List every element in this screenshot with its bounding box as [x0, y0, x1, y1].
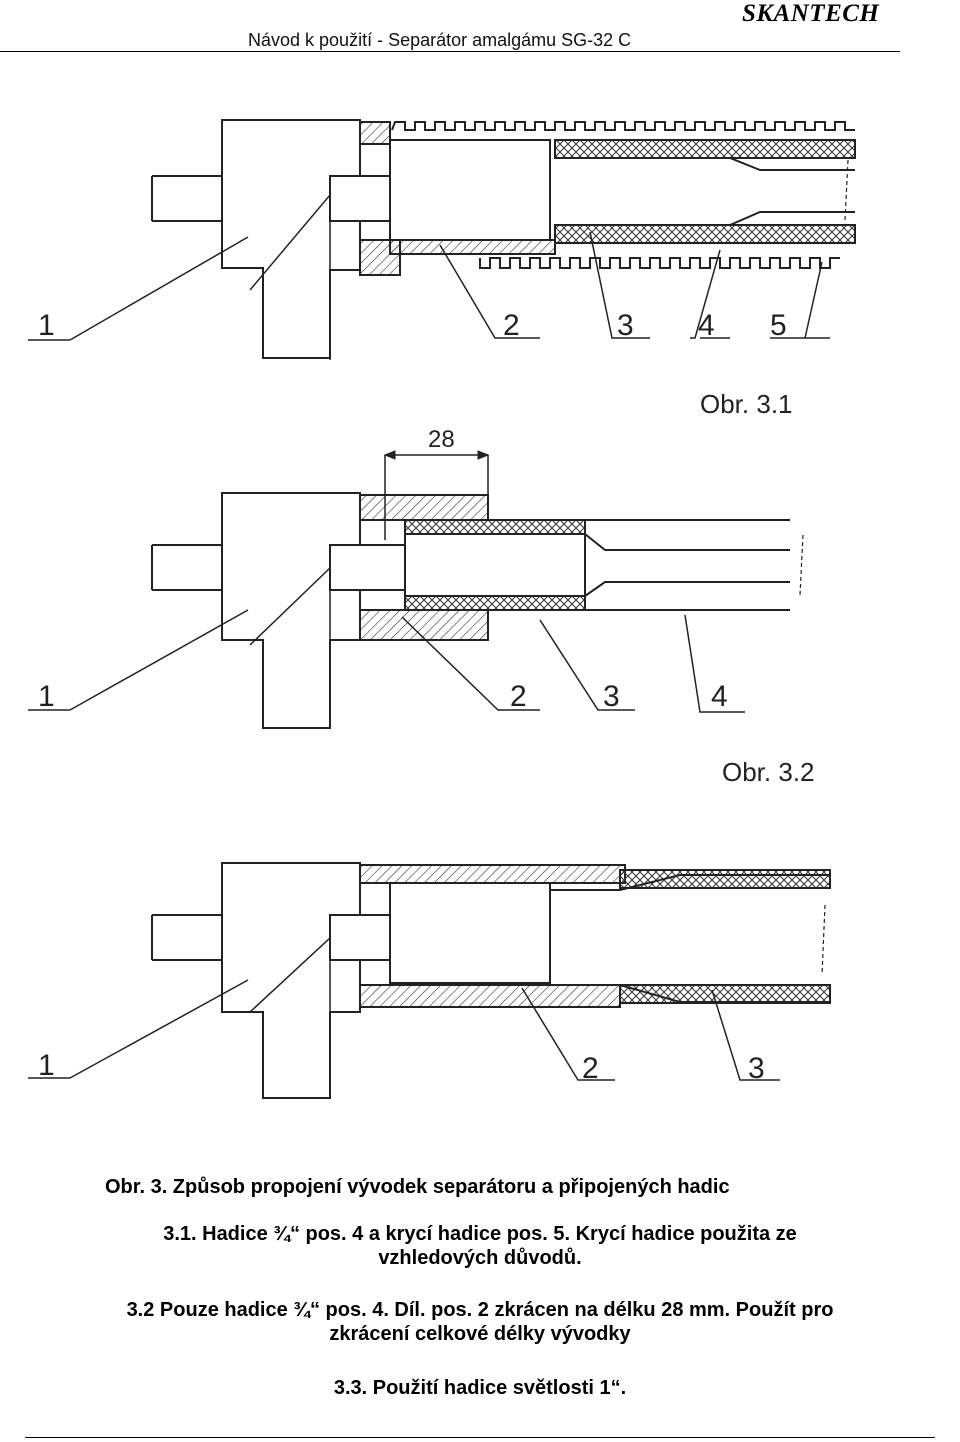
caption-item-1: 3.1. Hadice ¾“ pos. 4 a krycí hadice pos…: [0, 1222, 960, 1270]
fig1-label-1: 1: [38, 309, 55, 342]
figure-3-3: [28, 862, 831, 1099]
fig3-label-1: 1: [38, 1049, 55, 1082]
caption-item-1-line2: vzhledových důvodů.: [378, 1247, 582, 1269]
fig1-label-3: 3: [617, 309, 634, 342]
figure-3-1: [28, 119, 856, 360]
header-divider: [0, 51, 900, 52]
fig1-label-2: 2: [503, 309, 520, 342]
brand-logo: SKANTECH: [742, 0, 880, 27]
fig2-label-2: 2: [510, 680, 527, 713]
main-caption: Obr. 3. Způsob propojení vývodek separát…: [105, 1176, 730, 1198]
fig2-label-1: 1: [38, 680, 55, 713]
caption-item-3: 3.3. Použití hadice světlosti 1“.: [333, 1377, 627, 1399]
figure-3-1-labels: 1 2 3 4 5 Obr. 3.1: [38, 309, 793, 419]
header-title: Návod k použití - Separátor amalgámu SG-…: [248, 30, 632, 50]
fig3-label-2: 2: [582, 1052, 599, 1085]
fig2-caption: Obr. 3.2: [722, 757, 815, 787]
figure-3-3-labels: 1 2 3: [38, 1049, 765, 1085]
caption-item-1-line1: 3.1. Hadice ¾“ pos. 4 a krycí hadice pos…: [163, 1223, 797, 1245]
fig2-label-4: 4: [711, 680, 728, 713]
fig1-label-4: 4: [698, 309, 715, 342]
figure-3-2: [28, 450, 804, 729]
caption-item-2: 3.2 Pouze hadice ¾“ pos. 4. Díl. pos. 2 …: [0, 1298, 960, 1346]
fig1-label-5: 5: [770, 309, 787, 342]
fig3-label-3: 3: [748, 1052, 765, 1085]
fig2-label-3: 3: [603, 680, 620, 713]
fig2-dimension: 28: [428, 426, 455, 453]
figure-3-2-labels: 28 1 2 3 4 Obr. 3.2: [38, 426, 815, 787]
footer-divider: [25, 1437, 935, 1438]
caption-item-2-line1: 3.2 Pouze hadice ¾“ pos. 4. Díl. pos. 2 …: [126, 1299, 834, 1321]
caption-item-2-line2: zkrácení celkové délky vývodky: [329, 1323, 631, 1345]
fig1-caption: Obr. 3.1: [700, 389, 793, 419]
